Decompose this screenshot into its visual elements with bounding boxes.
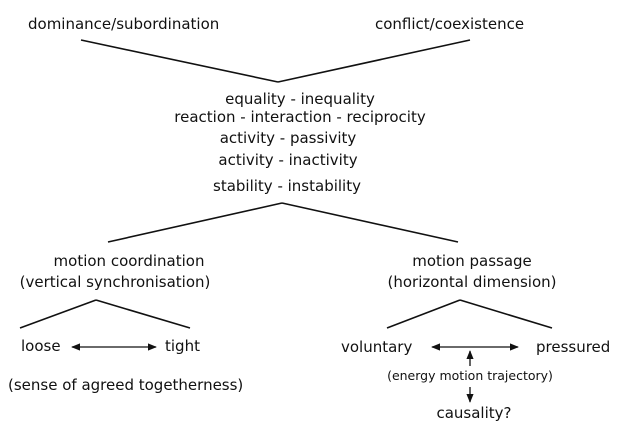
left-branch-title: motion coordination (54, 252, 205, 270)
right-pole-voluntary: voluntary (341, 338, 412, 356)
causality-label: causality? (436, 404, 511, 422)
right-branch-title: motion passage (412, 252, 532, 270)
right-branch-note: (energy motion trajectory) (387, 368, 553, 383)
center-item-reaction: reaction - interaction - reciprocity (174, 108, 426, 126)
center-item-activity-inactivity: activity - inactivity (218, 151, 357, 169)
top-right-connector (277, 39, 471, 83)
left-branch-peak-right (95, 299, 191, 329)
top-left-connector (80, 39, 279, 83)
left-branch-peak-left (19, 299, 97, 329)
top-left-label: dominance/subordination (28, 15, 219, 33)
center-item-equality: equality - inequality (225, 90, 375, 108)
center-item-stability: stability - instability (213, 177, 361, 195)
left-branch-subtitle: (vertical synchronisation) (20, 273, 211, 291)
left-pole-loose: loose (21, 337, 61, 355)
split-right-connector (281, 202, 459, 243)
split-left-connector (107, 202, 283, 243)
right-branch-peak-left (386, 299, 461, 329)
left-branch-note: (sense of agreed togetherness) (8, 376, 243, 394)
left-pole-tight: tight (165, 337, 200, 355)
center-item-activity-passivity: activity - passivity (220, 129, 357, 147)
top-right-label: conflict/coexistence (375, 15, 524, 33)
right-branch-subtitle: (horizontal dimension) (388, 273, 557, 291)
right-branch-peak-right (459, 299, 553, 329)
right-pole-pressured: pressured (536, 338, 610, 356)
